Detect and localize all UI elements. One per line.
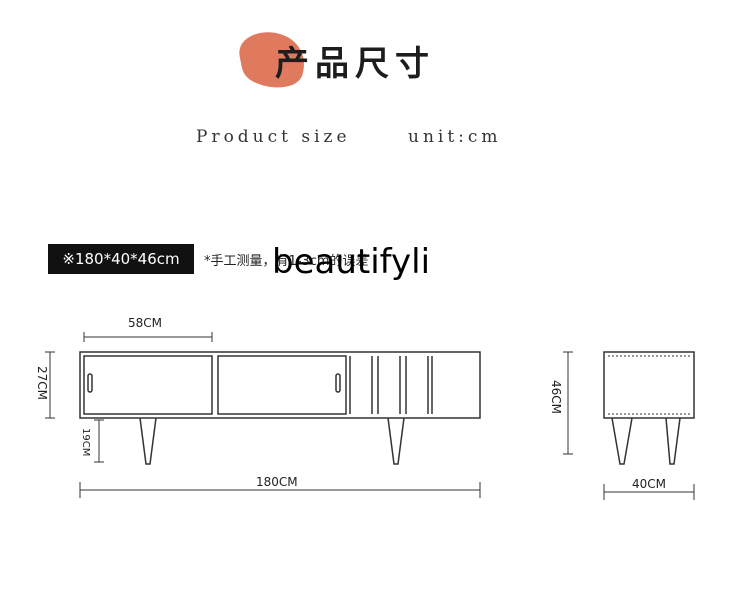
measurement-note: *手工测量，有1-3cm的误差 <box>204 254 369 269</box>
cabinet-door-middle <box>217 355 347 415</box>
side-leg-left <box>611 417 633 465</box>
total-width-label: 180CM <box>256 475 298 489</box>
depth-label: 40CM <box>632 477 666 491</box>
cabinet-front-outline <box>79 351 481 419</box>
cabinet-leg-left <box>139 417 157 465</box>
door-handle-right <box>335 373 341 393</box>
page-subtitle: Product size <box>196 127 351 147</box>
door-handle-left <box>87 373 93 393</box>
side-leg-right <box>665 417 681 465</box>
cabinet-side-outline <box>603 351 695 419</box>
cabinet-height-label: 27CM <box>35 366 49 400</box>
door-width-label: 58CM <box>128 316 162 330</box>
leg-height-label: 19CM <box>80 428 91 456</box>
total-height-label: 46CM <box>549 380 563 414</box>
cabinet-leg-right <box>387 417 405 465</box>
cabinet-door-left <box>83 355 213 415</box>
title-decoration-blob <box>239 32 304 88</box>
unit-label: unit:cm <box>408 127 502 147</box>
page-title: 产品尺寸 <box>275 44 435 84</box>
overall-size-badge: ※180*40*46cm <box>48 244 194 274</box>
watermark-text: beautifyli <box>272 242 431 282</box>
